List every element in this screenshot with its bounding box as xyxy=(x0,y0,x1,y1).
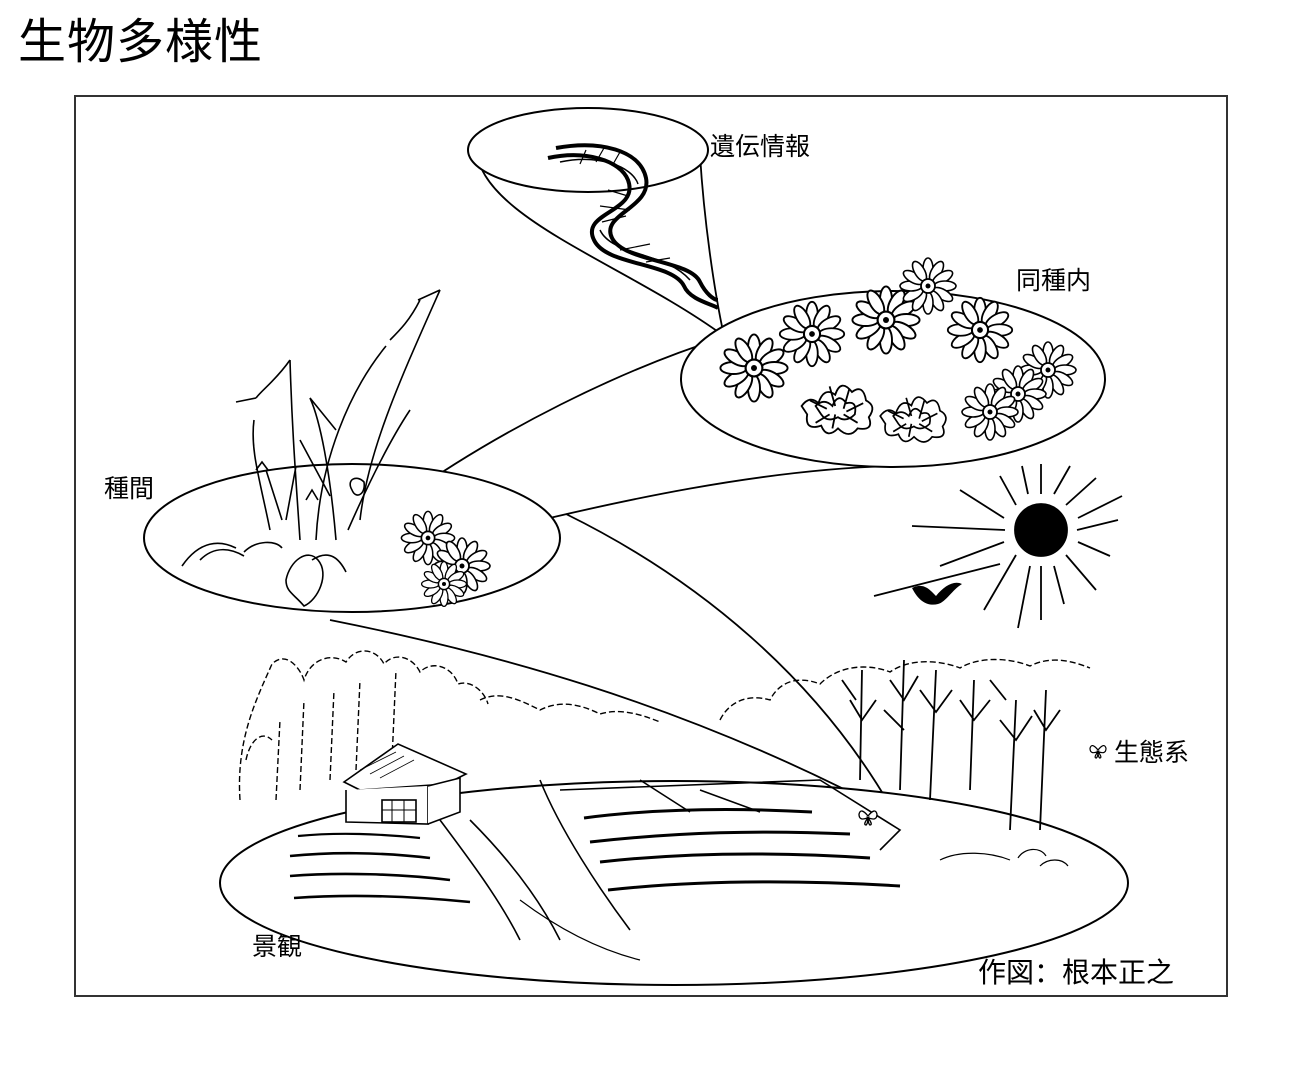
label-genetic-information: 遺伝情報 xyxy=(710,132,811,161)
between-species-bubble xyxy=(143,463,561,613)
landscape-trees-left xyxy=(238,650,661,801)
label-within-species: 同種内 xyxy=(1016,266,1092,295)
landscape-fields xyxy=(289,779,902,961)
grass-plants xyxy=(181,289,441,607)
thatched-house-icon xyxy=(342,743,468,825)
dna-bubble xyxy=(467,107,725,337)
sun-icon xyxy=(873,464,1123,629)
label-landscape: 景観 xyxy=(252,932,303,961)
dna-helix-icon xyxy=(547,143,720,310)
label-between-species: 種間 xyxy=(104,474,155,503)
illustration-credit: 作図：根本正之 xyxy=(978,956,1175,989)
label-ecosystem: 生態系 xyxy=(1114,738,1190,767)
diagram-frame xyxy=(74,95,1228,997)
landscape-bubble xyxy=(219,780,1129,986)
page-title: 生物多様性 xyxy=(18,14,264,70)
landscape-trees-right xyxy=(719,658,1091,867)
butterfly-icon xyxy=(1089,744,1107,759)
bird-icon xyxy=(912,582,962,605)
